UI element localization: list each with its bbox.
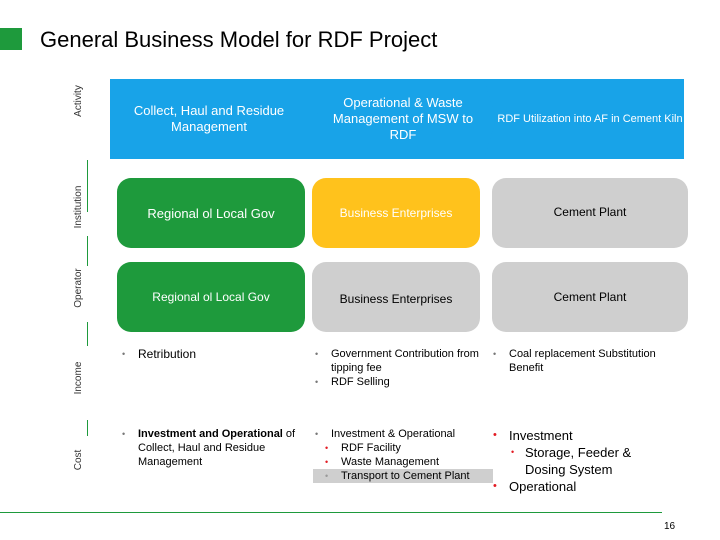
cost-rest-text: of Collect, Haul and Residue Management xyxy=(138,428,296,468)
institution-cement-plant: Cement Plant xyxy=(492,178,688,248)
cost-list-col1: Investment and Operational of Collect, H… xyxy=(120,427,300,469)
cost-heading: Investment & Operational xyxy=(331,428,456,440)
cost-heading: Investment xyxy=(509,428,573,443)
list-item: Investment and Operational of Collect, H… xyxy=(120,427,300,469)
list-item: Government Contribution from tipping fee xyxy=(313,347,483,375)
cost-list-col3: Investment Storage, Feeder & Dosing Syst… xyxy=(491,427,671,495)
operator-business: Business Enterprises xyxy=(312,262,480,332)
divider xyxy=(87,160,88,212)
list-item: Waste Management xyxy=(313,455,493,469)
list-item: RDF Facility xyxy=(313,441,493,455)
page-number: 16 xyxy=(664,521,676,532)
activity-collect: Collect, Haul and Residue Management xyxy=(110,79,322,159)
divider xyxy=(87,420,88,436)
list-item: Transport to Cement Plant xyxy=(313,469,493,483)
institution-business: Business Enterprises xyxy=(312,178,480,248)
cost-bold-text: Investment and Operational xyxy=(138,428,283,440)
divider xyxy=(87,236,88,266)
list-item: Coal replacement Substitution Benefit xyxy=(491,347,661,375)
list-item: Retribution xyxy=(120,347,290,361)
list-item: Investment xyxy=(491,427,671,444)
income-list-col3: Coal replacement Substitution Benefit xyxy=(491,347,661,375)
income-list-col1: Retribution xyxy=(120,347,290,361)
divider xyxy=(87,322,88,346)
activity-operational: Operational & Waste Management of MSW to… xyxy=(308,79,498,159)
list-item: Investment & Operational xyxy=(313,427,493,441)
page-title: General Business Model for RDF Project xyxy=(40,27,438,52)
title-marker xyxy=(0,28,22,50)
footer-divider xyxy=(0,512,662,513)
cost-heading: Operational xyxy=(509,479,577,494)
row-label-cost: Cost xyxy=(73,449,84,471)
operator-local-gov: Regional ol Local Gov xyxy=(117,262,305,332)
income-list-col2: Government Contribution from tipping fee… xyxy=(313,347,483,389)
list-item: RDF Selling xyxy=(313,375,483,389)
institution-local-gov: Regional ol Local Gov xyxy=(117,178,305,248)
cost-list-col2: Investment & Operational RDF Facility Wa… xyxy=(313,427,493,483)
operator-cement-plant: Cement Plant xyxy=(492,262,688,332)
activity-utilization: RDF Utilization into AF in Cement Kiln xyxy=(484,79,684,159)
list-item: Operational xyxy=(491,478,671,495)
list-item: Storage, Feeder & Dosing System xyxy=(491,444,671,478)
